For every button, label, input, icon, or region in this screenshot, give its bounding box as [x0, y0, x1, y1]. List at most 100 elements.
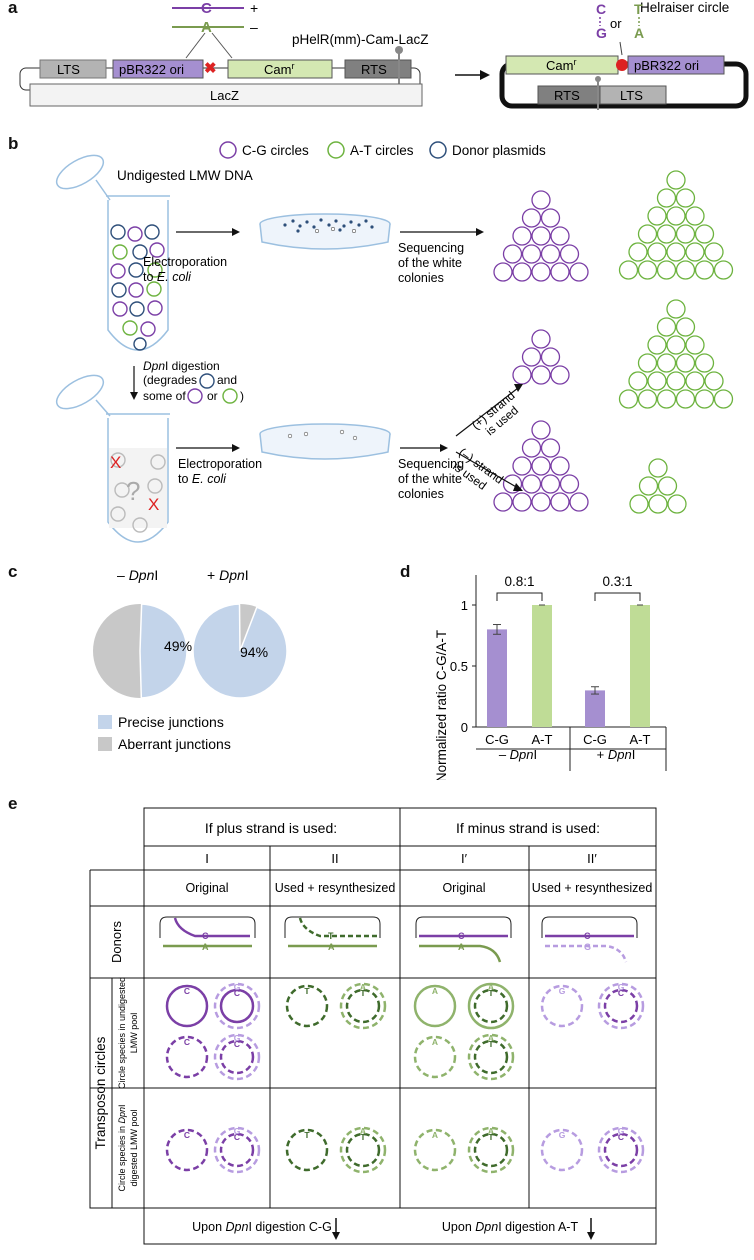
transposon-circle [413, 1035, 457, 1079]
y-tick-label: 0.5 [450, 659, 468, 674]
base-letter: A [360, 982, 366, 992]
to-ecoli-label-2: to E. coli [178, 472, 227, 486]
pyramid-circle [540, 438, 561, 458]
base-letter: C [234, 1132, 240, 1142]
cg-pyramid-undigested [493, 190, 589, 282]
transposon-circle [165, 1128, 209, 1172]
transposon-circle [540, 1128, 584, 1172]
base-letter: T [360, 1132, 366, 1142]
strand-a-letter: A [201, 19, 212, 36]
circle-lts-box [599, 85, 667, 105]
pyramid-circle [531, 226, 551, 246]
ratio-bracket [496, 592, 543, 601]
pyramid-circle [666, 170, 686, 190]
transposon-circle [213, 982, 261, 1030]
pyramid-circle [675, 188, 696, 208]
base-letter: C [618, 988, 624, 998]
pyramid-circle [647, 242, 667, 262]
table-grid [89, 807, 657, 1245]
junction-dot [616, 59, 628, 71]
donor-I: C A [159, 916, 256, 952]
x-mark-1: X [110, 453, 121, 472]
t-letter: T [634, 1, 643, 17]
pyramid-circle [685, 371, 705, 391]
pyramid-circle [550, 262, 570, 282]
pyramid-circle [493, 262, 513, 282]
transposon-circle [165, 984, 209, 1028]
pyramid-circle [666, 371, 686, 391]
base-letter: T [304, 1130, 310, 1140]
plus-strand-header: If plus strand is used: [205, 820, 337, 836]
footer-cg-arrow-head [332, 1232, 340, 1240]
pyramid-circle [618, 389, 639, 409]
base-letter: A [488, 1033, 494, 1043]
ori-box [112, 59, 204, 79]
electroporation-label-1: Electroporation [143, 255, 227, 269]
strand-c-letter: C [201, 0, 212, 17]
pyramid-circle [569, 262, 589, 282]
pyramid-circle [540, 347, 561, 367]
base-letter: T [488, 1039, 494, 1049]
pyramid-circle [656, 224, 677, 244]
at-pyramid-plus [618, 299, 734, 409]
pyramid-circle [540, 244, 561, 264]
sequencing-line-2: of the white [398, 256, 462, 270]
base-letter: A [432, 1037, 438, 1047]
row-dig-line2: digested LMW pool [129, 1109, 139, 1186]
degrades-label: (degrades [143, 373, 197, 387]
b-arrow-3-head [232, 444, 240, 452]
bar [630, 605, 650, 727]
pyramid-circle [694, 224, 715, 244]
transposon-circle [603, 1132, 639, 1168]
pyramid-circle [647, 371, 667, 391]
transposon-circle [413, 984, 457, 1028]
base-letter: C [184, 1130, 190, 1140]
base-letter: A [360, 1126, 366, 1136]
some-of-cg-circle [187, 388, 203, 404]
panel-a-label: a [8, 0, 18, 17]
pyramid-circle [521, 474, 542, 494]
plus-sign: + [250, 0, 258, 16]
legend-aberrant-swatch [98, 737, 112, 751]
pyramid-circle [685, 335, 705, 355]
subhead-resynth-1: Used + resynthesized [275, 881, 396, 895]
pyramid-circle [675, 353, 696, 373]
at-pyramid-minus [629, 458, 687, 514]
pyramid-circle [666, 299, 686, 319]
row-undig-line1: Circle species in undigested [117, 977, 127, 1089]
circle-term-dot-top [595, 76, 601, 82]
branch-up-arrow [455, 387, 519, 437]
base-letter: C [184, 986, 190, 996]
bar [585, 690, 605, 727]
footer-at: Upon DpnI digestion A-T [442, 1220, 579, 1234]
pie1-title: – DpnI [117, 567, 158, 583]
pyramid-circle [694, 389, 715, 409]
pyramid-circle [694, 353, 715, 373]
electroporation-label-2: Electroporation [178, 457, 262, 471]
pyramid-circle [521, 438, 542, 458]
pyramid-circle [569, 492, 589, 512]
svg-text:C: C [458, 931, 465, 941]
or-label: or [610, 16, 622, 31]
pyramid-circle [704, 242, 724, 262]
col-II-prime: II′ [587, 851, 597, 866]
cg-pyramid-minus [493, 420, 589, 512]
cam-label: Camr [264, 61, 294, 77]
lts-label: LTS [57, 62, 80, 77]
pyramid-circle [656, 260, 677, 280]
cam-box [227, 59, 333, 79]
pyramid-circle [493, 492, 513, 512]
pointer-line [619, 41, 623, 56]
branch-up-head [514, 384, 523, 392]
transposon-circle [413, 1128, 457, 1172]
pyramid-circle [512, 226, 532, 246]
pyramid-circle [637, 389, 658, 409]
pyramid-circle [656, 188, 677, 208]
y-tick-label: 1 [461, 598, 468, 613]
pyramid-circle [685, 242, 705, 262]
panel-e-label: e [8, 794, 18, 813]
x-tick-label: C-G [583, 732, 607, 747]
pie1-pct: 49% [164, 638, 192, 654]
